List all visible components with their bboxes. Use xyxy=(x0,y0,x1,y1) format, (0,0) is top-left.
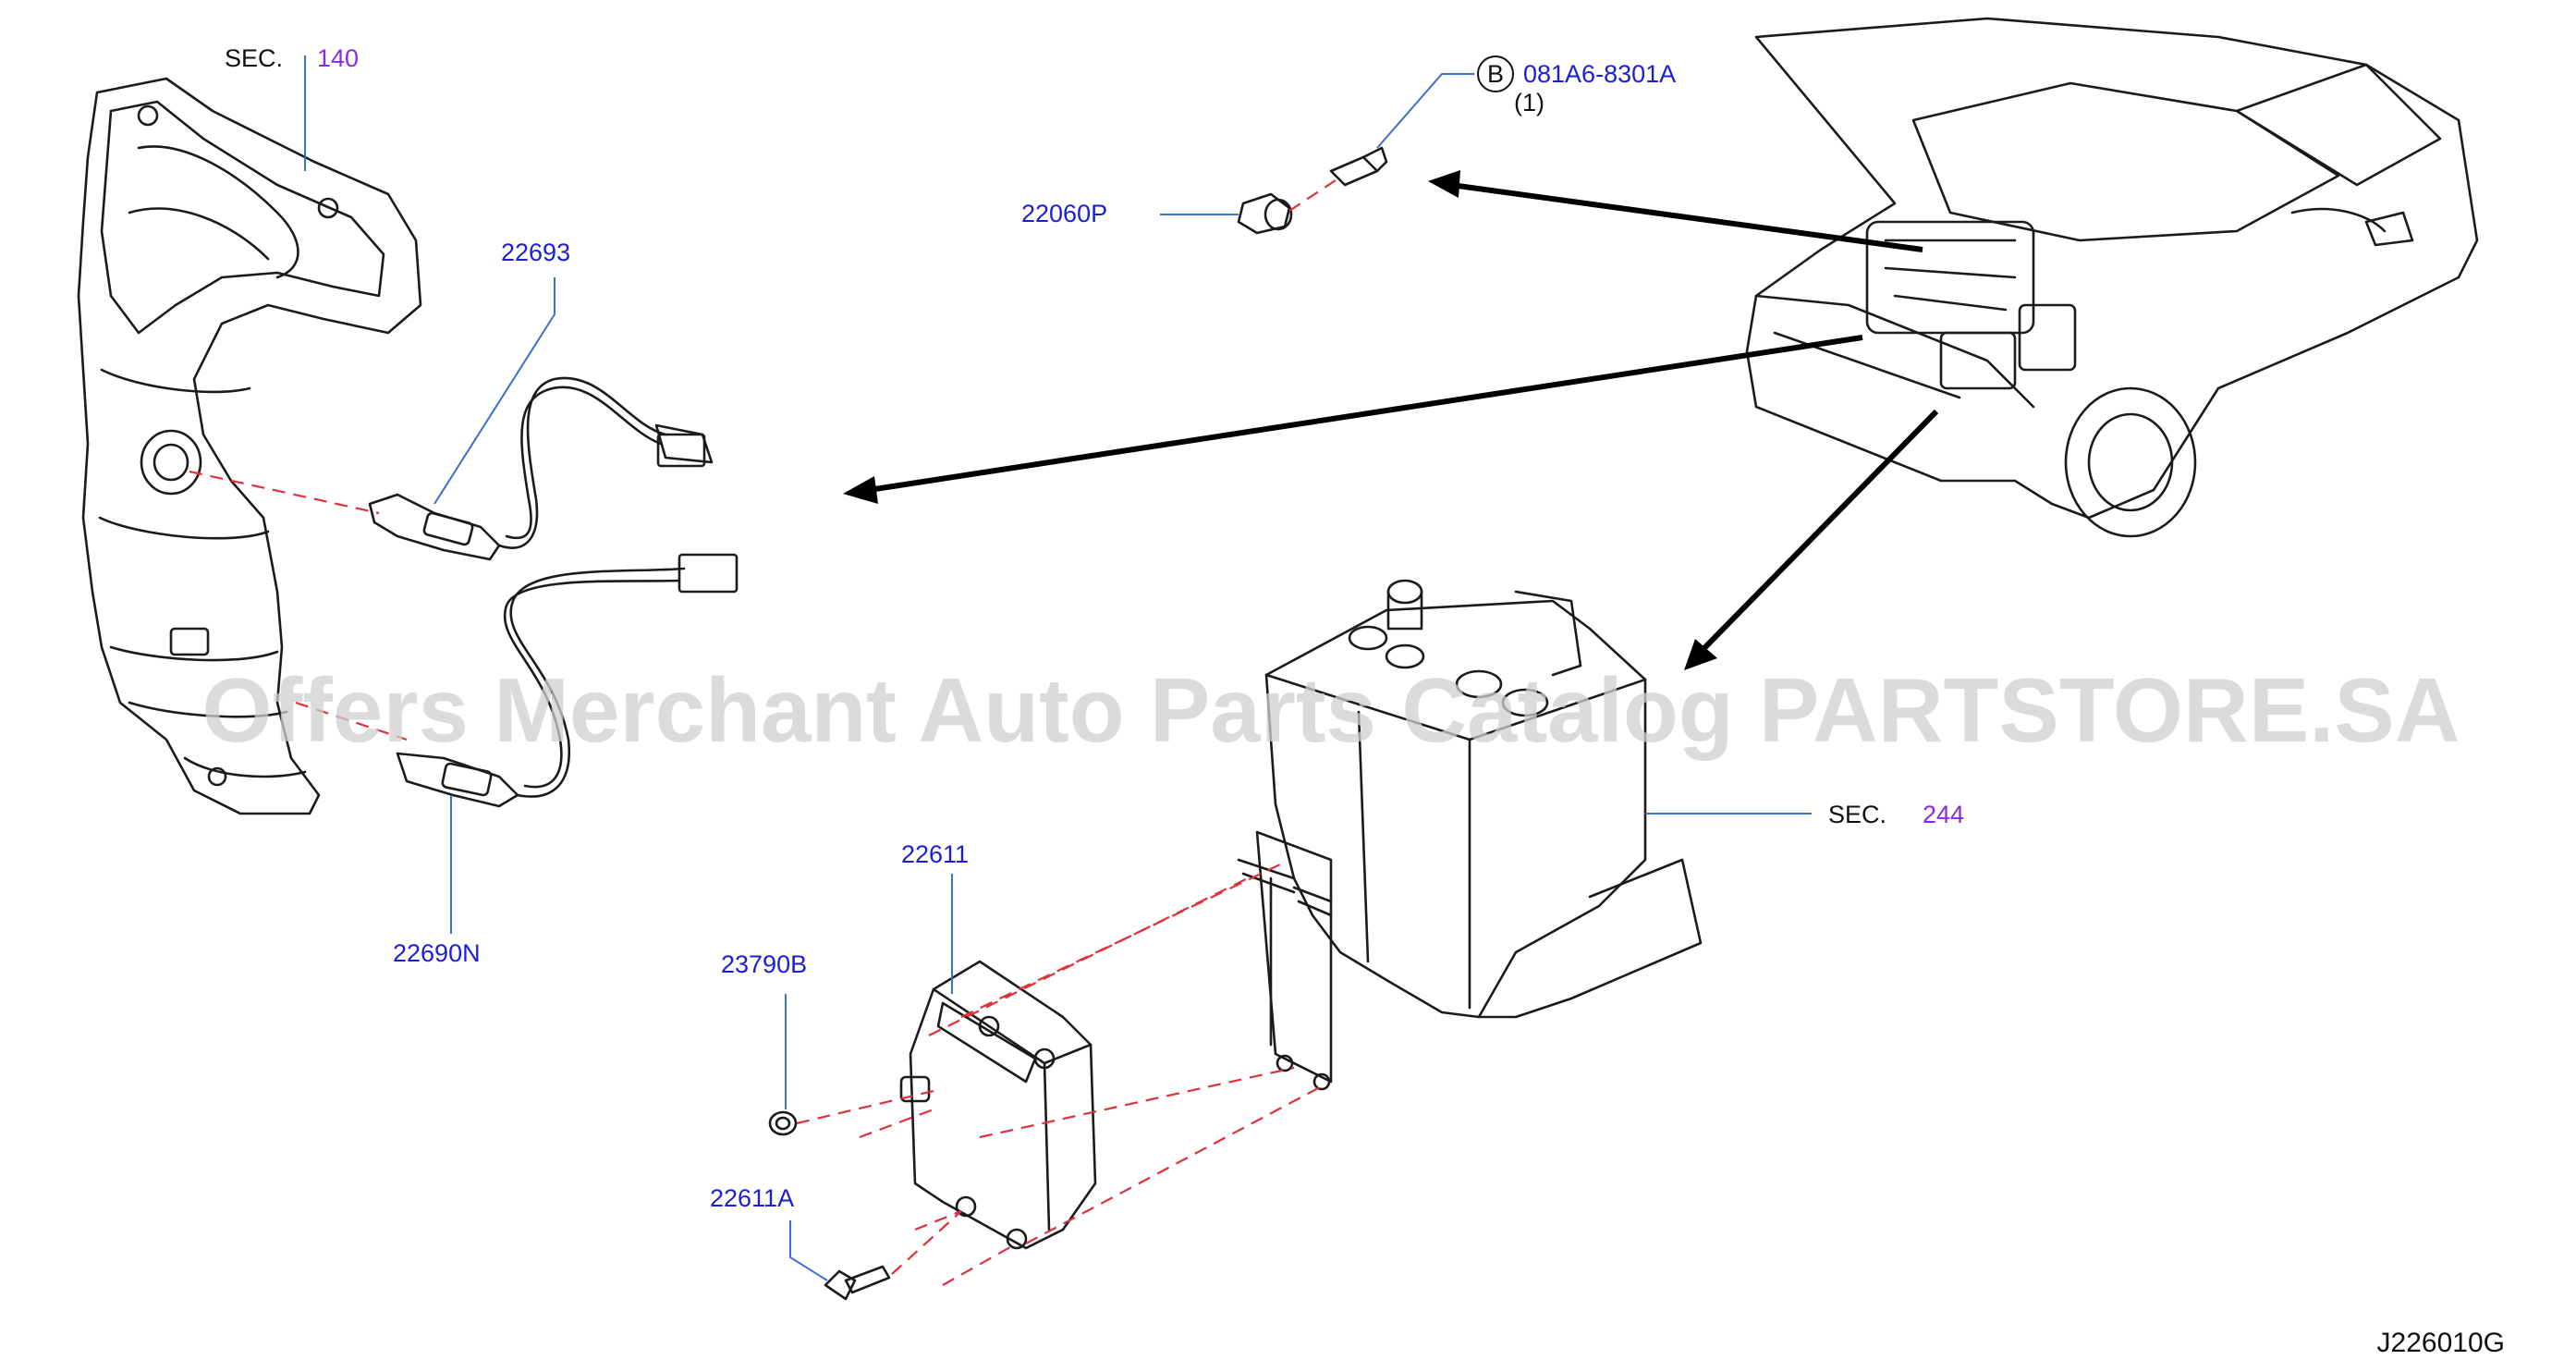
battery-tray-drawing xyxy=(1237,579,1703,1091)
guide-line-bolt xyxy=(1288,179,1337,212)
arrow-head-battery xyxy=(1684,639,1717,670)
ecu-module-drawing xyxy=(899,960,1097,1250)
arrow-to-bolt xyxy=(1450,182,1923,252)
section-label-244-number[interactable]: 244 xyxy=(1923,801,1964,828)
leader-lines xyxy=(304,55,1812,1281)
section-label-244-prefix: SEC. xyxy=(1828,801,1886,828)
arrow-head-bolt xyxy=(1428,170,1460,198)
part-label-22690N[interactable]: 22690N xyxy=(393,939,481,967)
ecu-guide-lines xyxy=(796,864,1323,1286)
part-label-23790B[interactable]: 23790B xyxy=(721,950,807,978)
oxygen-sensor-upper-drawing xyxy=(368,376,714,561)
arrow-to-sensors xyxy=(868,335,1863,493)
vehicle-drawing xyxy=(1745,17,2479,538)
part-label-22060P[interactable]: 22060P xyxy=(1021,200,1107,227)
nut-drawing xyxy=(768,1110,798,1136)
guide-line-lower-sensor xyxy=(295,701,408,741)
badge-letter: B xyxy=(1487,60,1504,88)
section-label-140-prefix: SEC. xyxy=(225,44,283,72)
section-label-140-number[interactable]: 140 xyxy=(317,44,359,72)
part-label-22611[interactable]: 22611 xyxy=(901,840,969,868)
badge-b-icon xyxy=(1477,55,1514,92)
exhaust-manifold-drawing xyxy=(77,77,422,815)
bolt-drawing xyxy=(824,1265,891,1301)
grommet-and-bolt-drawing xyxy=(1237,146,1388,235)
watermark: Offers Merchant Auto Parts Catalog PARTS… xyxy=(201,659,2460,761)
diagram-code: J226010G xyxy=(2377,1328,2505,1358)
guide-line-upper-sensor xyxy=(189,470,380,515)
bolt-label-group: B 081A6-8301A (1) xyxy=(1477,55,1676,116)
arrow-to-battery xyxy=(1698,409,1939,655)
part-quantity: (1) xyxy=(1514,89,1544,116)
part-label-081A6-8301A[interactable]: 081A6-8301A xyxy=(1523,60,1676,88)
part-label-22611A[interactable]: 22611A xyxy=(710,1184,794,1212)
oxygen-sensor-lower-drawing xyxy=(396,553,739,808)
arrow-head-sensors xyxy=(843,476,878,504)
part-label-22693[interactable]: 22693 xyxy=(501,239,570,266)
